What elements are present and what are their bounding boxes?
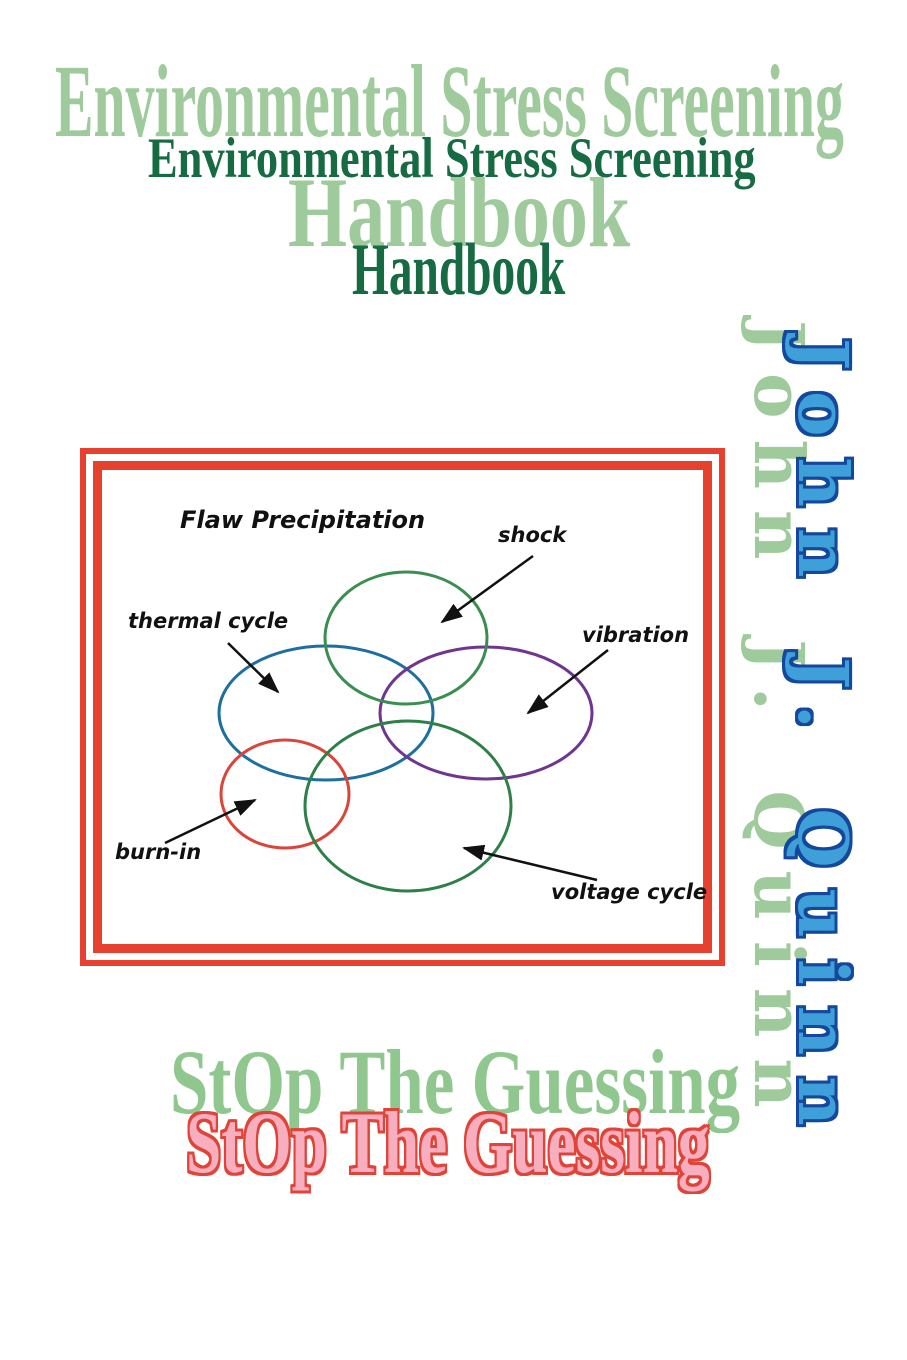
author-name-shadow: John J. Quinn [738,320,818,1129]
vibration-ellipse [378,645,594,781]
vibration-arrow [526,649,609,715]
shock-arrow [440,554,534,624]
title-shadow-text: Environmental Stress Screening [55,44,844,159]
label-vibration: vibration [582,623,690,647]
label-burn-in: burn-in [115,840,202,864]
author-name-vertical: John J. Quinn [782,338,862,1147]
venn-frame-inner-border: Flaw Precipitation shock thermal cycle v… [93,461,712,953]
thermal-arrow [227,642,280,694]
venn-frame-outer-border: Flaw Precipitation shock thermal cycle v… [80,448,725,966]
label-thermal-cycle: thermal cycle [128,609,289,633]
burnin-arrow [164,798,257,845]
tagline-text: StOp The Guessing [186,1095,710,1192]
voltage-arrow [462,844,598,882]
title-text: Environmental Stress Screening [148,127,756,190]
voltage-cycle-circle [303,719,513,893]
subtitle-text: Handbook [352,229,566,311]
tagline-shadow-text: StOp The Guessing [170,1031,741,1133]
label-voltage-cycle: voltage cycle [551,880,708,904]
shock-circle [323,570,489,706]
label-shock: shock [498,523,567,547]
burn-in-circle [219,738,351,850]
subtitle-shadow-text: Handbook [288,157,631,268]
diagram-title: Flaw Precipitation [180,506,426,534]
venn-diagram-svg [164,554,609,893]
